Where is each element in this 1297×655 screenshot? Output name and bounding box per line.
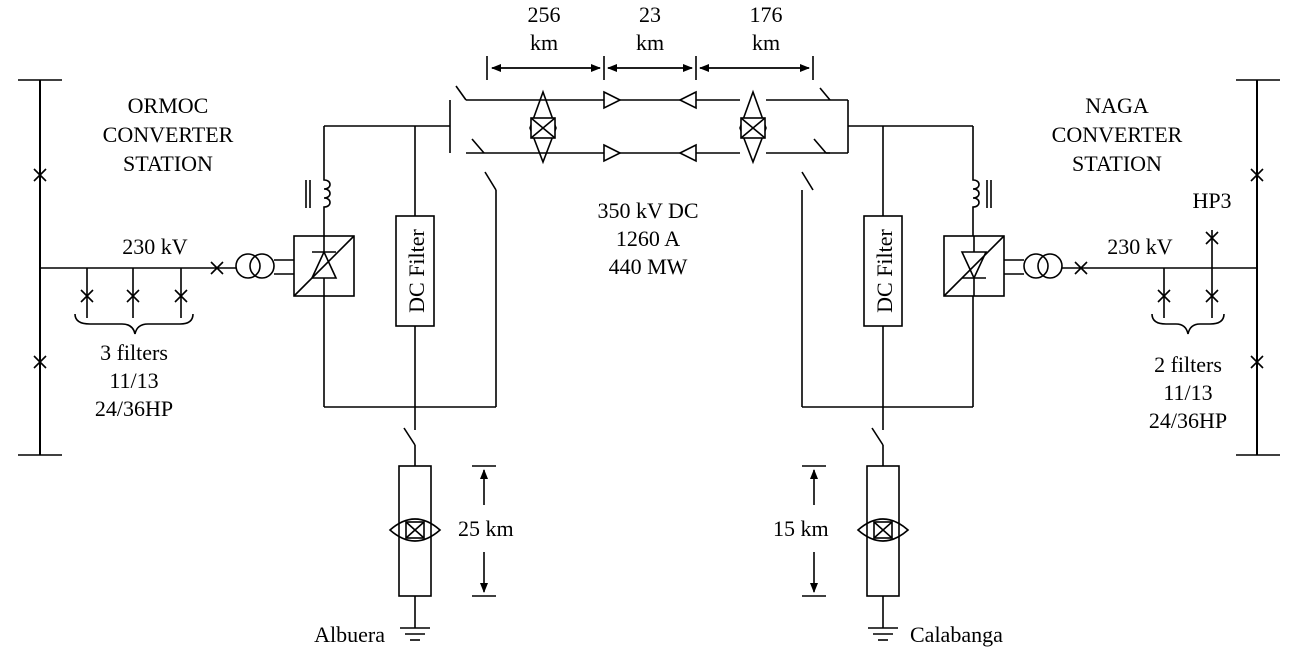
ormoc-smoothing-reactor — [305, 126, 331, 236]
naga-station: DC Filter — [773, 79, 1280, 647]
naga-electrode-distance-label: 15 km — [773, 516, 829, 541]
naga-dc-filter: DC Filter — [863, 215, 903, 327]
segment-1-unit: km — [530, 30, 558, 55]
naga-filters-line3: 24/36HP — [1149, 408, 1227, 433]
segment-2-value: 23 — [639, 2, 661, 27]
ormoc-ac-feeder — [40, 253, 294, 279]
segment-3-unit: km — [752, 30, 780, 55]
dc-rating-power: 440 MW — [609, 254, 688, 279]
left-cable-transition — [529, 89, 557, 165]
ormoc-station-name-line1: ORMOC — [128, 93, 209, 118]
naga-filters-line2: 11/13 — [1163, 380, 1212, 405]
ormoc-ac-voltage: 230 kV — [122, 234, 188, 259]
naga-filters-line1: 2 filters — [1154, 352, 1222, 377]
dc-rating-voltage: 350 kV DC — [597, 198, 698, 223]
ormoc-station: DC Filter 25 km Albuera ORMOC CONVERTER — [18, 79, 530, 647]
segment-2-unit: km — [636, 30, 664, 55]
naga-ac-voltage: 230 kV — [1107, 234, 1173, 259]
ormoc-electrode-distance: 25 km — [458, 465, 514, 597]
naga-ac-filters — [1151, 230, 1225, 335]
naga-hp3-label: HP3 — [1192, 188, 1231, 213]
naga-converter — [943, 235, 1005, 297]
ormoc-filters-line2: 11/13 — [109, 368, 158, 393]
naga-electrode-site: Calabanga — [910, 622, 1003, 647]
ormoc-station-name-line2: CONVERTER — [103, 122, 234, 147]
ormoc-station-name-line3: STATION — [123, 151, 213, 176]
naga-smoothing-reactor — [972, 126, 992, 236]
naga-station-name-line2: CONVERTER — [1052, 122, 1183, 147]
ormoc-electrode-site: Albuera — [314, 622, 385, 647]
ormoc-filters-line3: 24/36HP — [95, 396, 173, 421]
naga-dc-filter-label: DC Filter — [872, 228, 897, 312]
ormoc-electrode-distance-label: 25 km — [458, 516, 514, 541]
ormoc-ac-filters — [74, 268, 194, 335]
naga-electrode-line — [856, 427, 910, 641]
naga-electrode-distance: 15 km — [773, 465, 829, 597]
dc-transmission-line: 256 km 23 km 176 km 350 kV DC 1260 A 440… — [486, 2, 830, 279]
segment-1-value: 256 — [528, 2, 561, 27]
ormoc-converter — [293, 235, 355, 297]
ormoc-filters-line1: 3 filters — [100, 340, 168, 365]
naga-ac-feeder — [1004, 253, 1257, 279]
naga-ac-busbar — [1236, 79, 1280, 456]
dc-rating-current: 1260 A — [616, 226, 680, 251]
segment-3-value: 176 — [750, 2, 783, 27]
right-cable-transition — [739, 89, 767, 165]
ormoc-electrode-line — [388, 427, 442, 641]
ormoc-dc-filter: DC Filter — [395, 215, 435, 327]
naga-station-name-line1: NAGA — [1085, 93, 1149, 118]
naga-station-name-line3: STATION — [1072, 151, 1162, 176]
ormoc-dc-filter-label: DC Filter — [404, 228, 429, 312]
